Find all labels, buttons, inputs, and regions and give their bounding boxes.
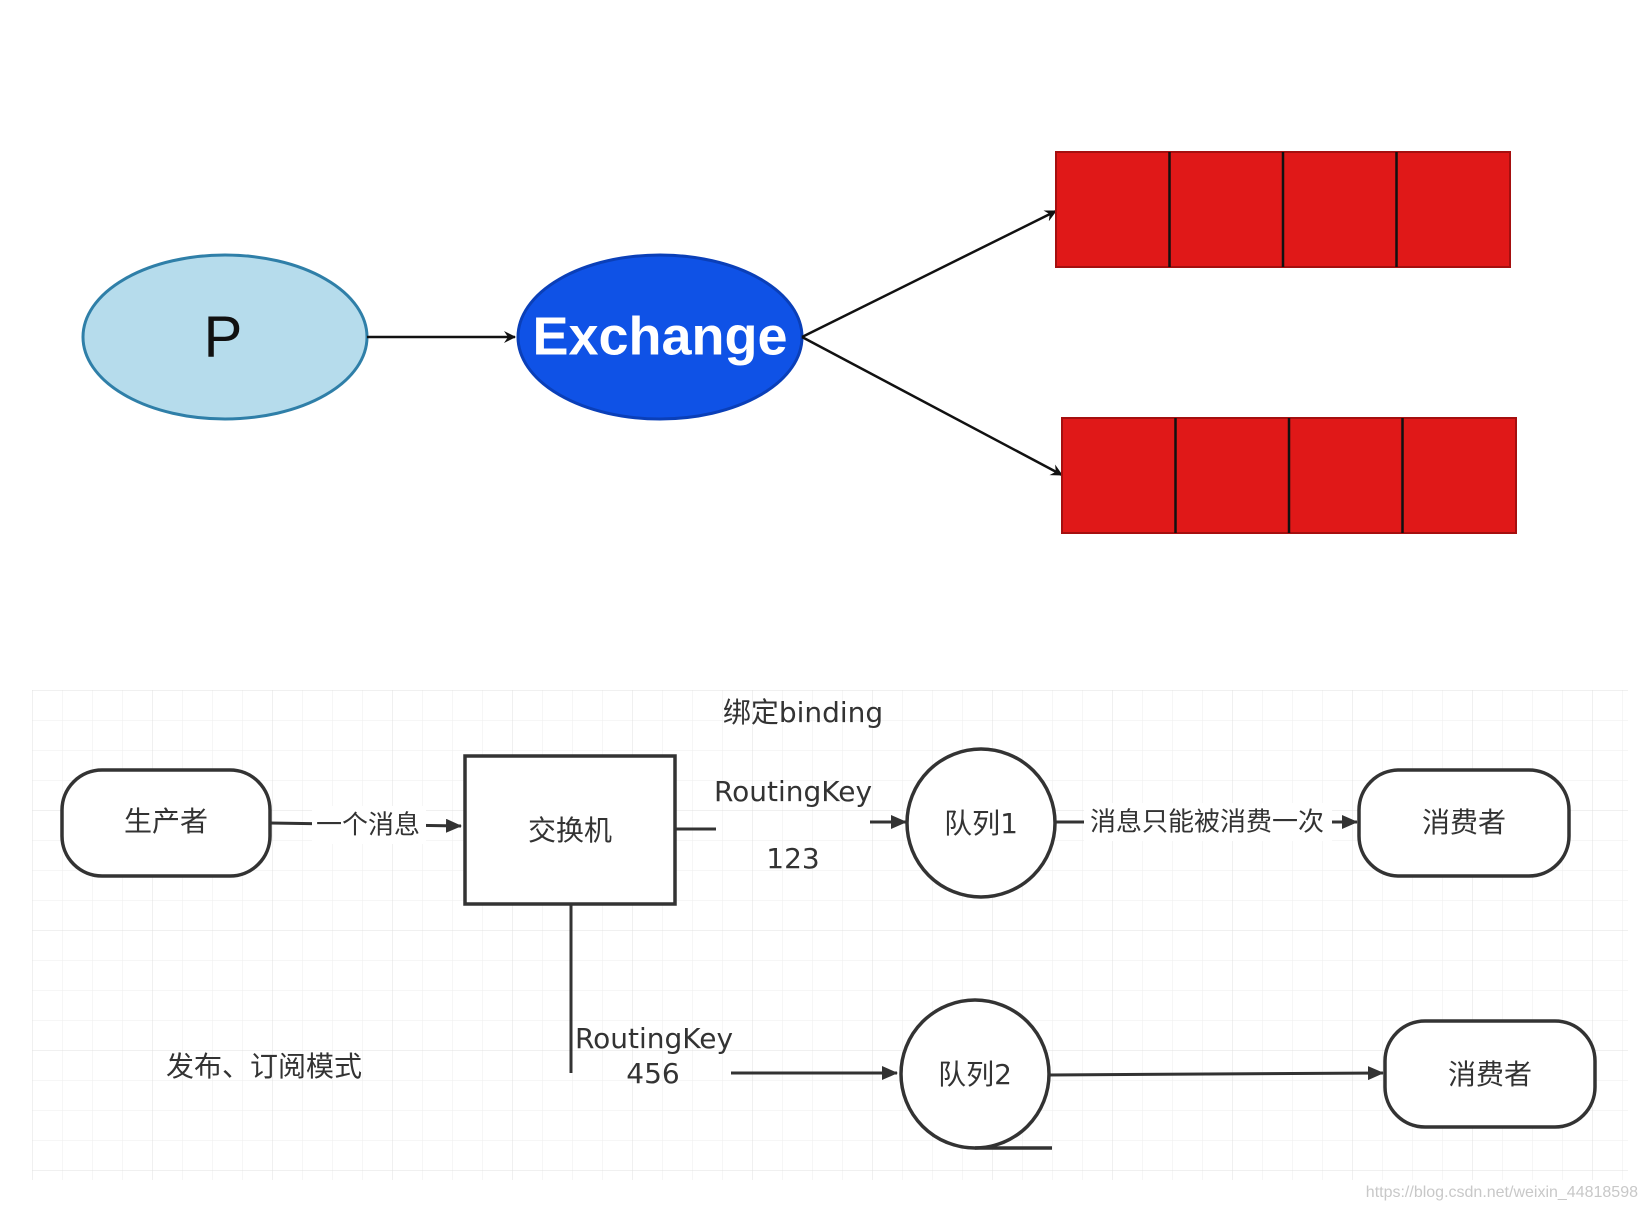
exchange-node: Exchange <box>516 253 804 421</box>
exchange-label: Exchange <box>532 306 787 366</box>
producer-box: 生产者 <box>60 768 272 878</box>
queue-top <box>1055 151 1511 268</box>
arrow-queue2-to-consumer2 <box>1048 1066 1384 1081</box>
queue2-label: 队列2 <box>938 1058 1012 1091</box>
consumer1-label: 消费者 <box>1422 806 1506 839</box>
route2-key-value: 456 <box>626 1057 679 1090</box>
consumer2-box: 消费者 <box>1383 1019 1597 1129</box>
top-diagram: P Exchange <box>81 151 1517 534</box>
arrow-exchange-to-queue-bottom <box>801 335 1063 477</box>
consumer2-box-shape <box>1383 1019 1597 1129</box>
route1-key-label: RoutingKey <box>714 775 872 808</box>
binding-label: 绑定binding <box>723 696 883 729</box>
producer-node: P <box>81 253 369 421</box>
consumer1-box: 消费者 <box>1357 768 1571 878</box>
watermark-text: https://blog.csdn.net/weixin_44818598 <box>1366 1184 1638 1201</box>
producer-box-label: 生产者 <box>124 805 208 838</box>
message-label: 一个消息 <box>316 811 420 841</box>
consumer1-box-shape <box>1357 768 1571 878</box>
producer-label: P <box>204 304 243 369</box>
consume-once-label-bg <box>1084 803 1332 841</box>
bottom-diagram: 绑定binding 生产者 一个消息 交换机 RoutingKey 123 队列… <box>32 690 1628 1180</box>
arrow-exchange-to-queue-top <box>801 209 1057 339</box>
queue-bottom <box>1061 417 1517 534</box>
consume-once-label: 消息只能被消费一次 <box>1090 808 1324 838</box>
message-label-bg <box>312 806 426 844</box>
route1-key-value: 123 <box>766 842 819 875</box>
route2-key-label: RoutingKey <box>575 1022 733 1055</box>
grid-background-major <box>32 690 1628 1180</box>
consumer2-label: 消费者 <box>1448 1058 1532 1091</box>
queue1-node: 队列1 <box>905 747 1057 899</box>
queue1-label: 队列1 <box>944 807 1018 840</box>
queue2-node: 队列2 <box>899 998 1052 1150</box>
mode-label: 发布、订阅模式 <box>166 1050 362 1083</box>
switch-box-label: 交换机 <box>528 814 612 847</box>
switch-box: 交换机 <box>463 754 677 906</box>
